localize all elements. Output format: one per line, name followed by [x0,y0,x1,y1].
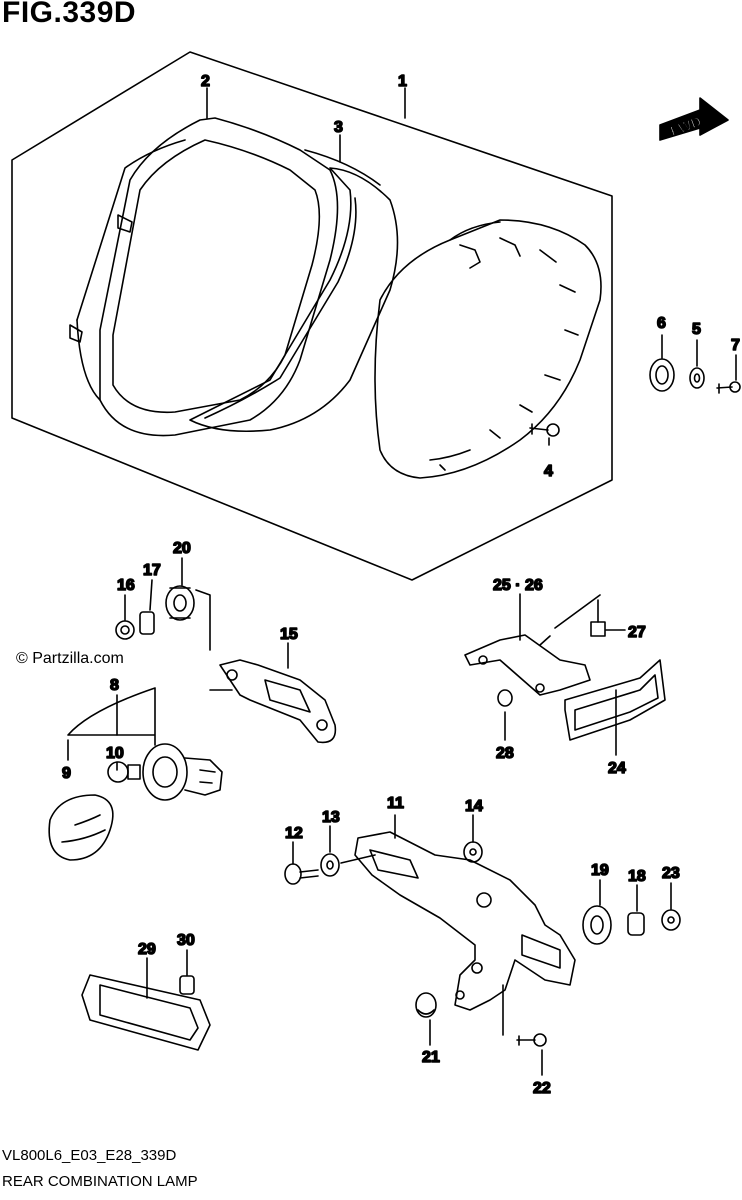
callout-23: 23 [662,865,680,882]
fwd-label: FWD [668,113,703,139]
callout-4: 4 [544,463,553,480]
callout-25-26: 25 · 26 [493,577,543,594]
figure-code: VL800L6_E03_E28_339D [2,1147,177,1164]
socket-8 [142,743,223,801]
lens-frame-part [69,117,339,437]
callout-14: 14 [465,798,483,815]
assembly-line-25 [539,594,601,646]
callout-6: 6 [657,315,666,332]
callout-29: 29 [138,941,156,958]
washer-5 [689,367,705,389]
assembly-line-13 [340,854,376,864]
nut-28 [497,689,513,707]
callout-10: 10 [106,745,124,762]
plate-25-26 [464,634,591,696]
bolt-27 [590,599,606,637]
callout-13: 13 [322,809,340,826]
callout-2: 2 [201,73,210,90]
bulb-10 [107,761,141,783]
bolt-12 [284,863,319,885]
callout-9: 9 [62,765,71,782]
nut-14 [463,841,483,863]
grommet-21 [415,992,437,1018]
nut-23 [661,909,681,931]
figure-caption: REAR COMBINATION LAMP [2,1173,198,1190]
callout-11: 11 [387,795,404,812]
callout-21: 21 [422,1049,440,1066]
callout-19: 19 [591,862,609,879]
callout-1: 1 [398,73,407,90]
fwd-arrow: FWD [659,97,729,141]
callout-27: 27 [628,624,646,641]
callout-17: 17 [143,562,161,579]
collar-18 [627,912,645,936]
grommet-20 [165,585,195,621]
callout-12: 12 [285,825,303,842]
reflector-29 [81,974,211,1051]
callout-18: 18 [628,868,646,885]
lens-9 [48,794,114,861]
gasket-part [189,149,399,433]
bracket-15 [219,659,337,744]
leader-8-9 [67,687,156,761]
callout-24: 24 [608,760,626,777]
figure-title: FIG.339D [2,0,137,29]
screw-22 [516,1033,547,1047]
callout-22: 22 [533,1080,551,1097]
callout-16: 16 [117,577,135,594]
reflector-24 [564,659,666,741]
callout-28: 28 [496,745,514,762]
callout-30: 30 [177,932,195,949]
screw-4 [529,423,560,437]
screw-7 [716,381,741,394]
callout-5: 5 [692,321,701,338]
lamp-housing-part [374,219,602,479]
nut-16 [115,620,135,640]
watermark: © Partzilla.com [16,650,124,667]
callout-15: 15 [280,626,298,643]
washer-13 [320,853,340,877]
grommet-19 [582,905,612,945]
callout-3: 3 [334,119,343,136]
callout-7: 7 [731,337,740,354]
collar-17 [139,611,155,635]
grommet-6 [649,358,675,392]
leader-17 [149,579,153,611]
bracket-11 [354,831,576,1011]
callout-8: 8 [110,677,119,694]
callout-20: 20 [173,540,191,557]
assembly-box [11,51,613,581]
screw-30 [179,975,195,995]
assembly-line-15 [195,589,233,691]
